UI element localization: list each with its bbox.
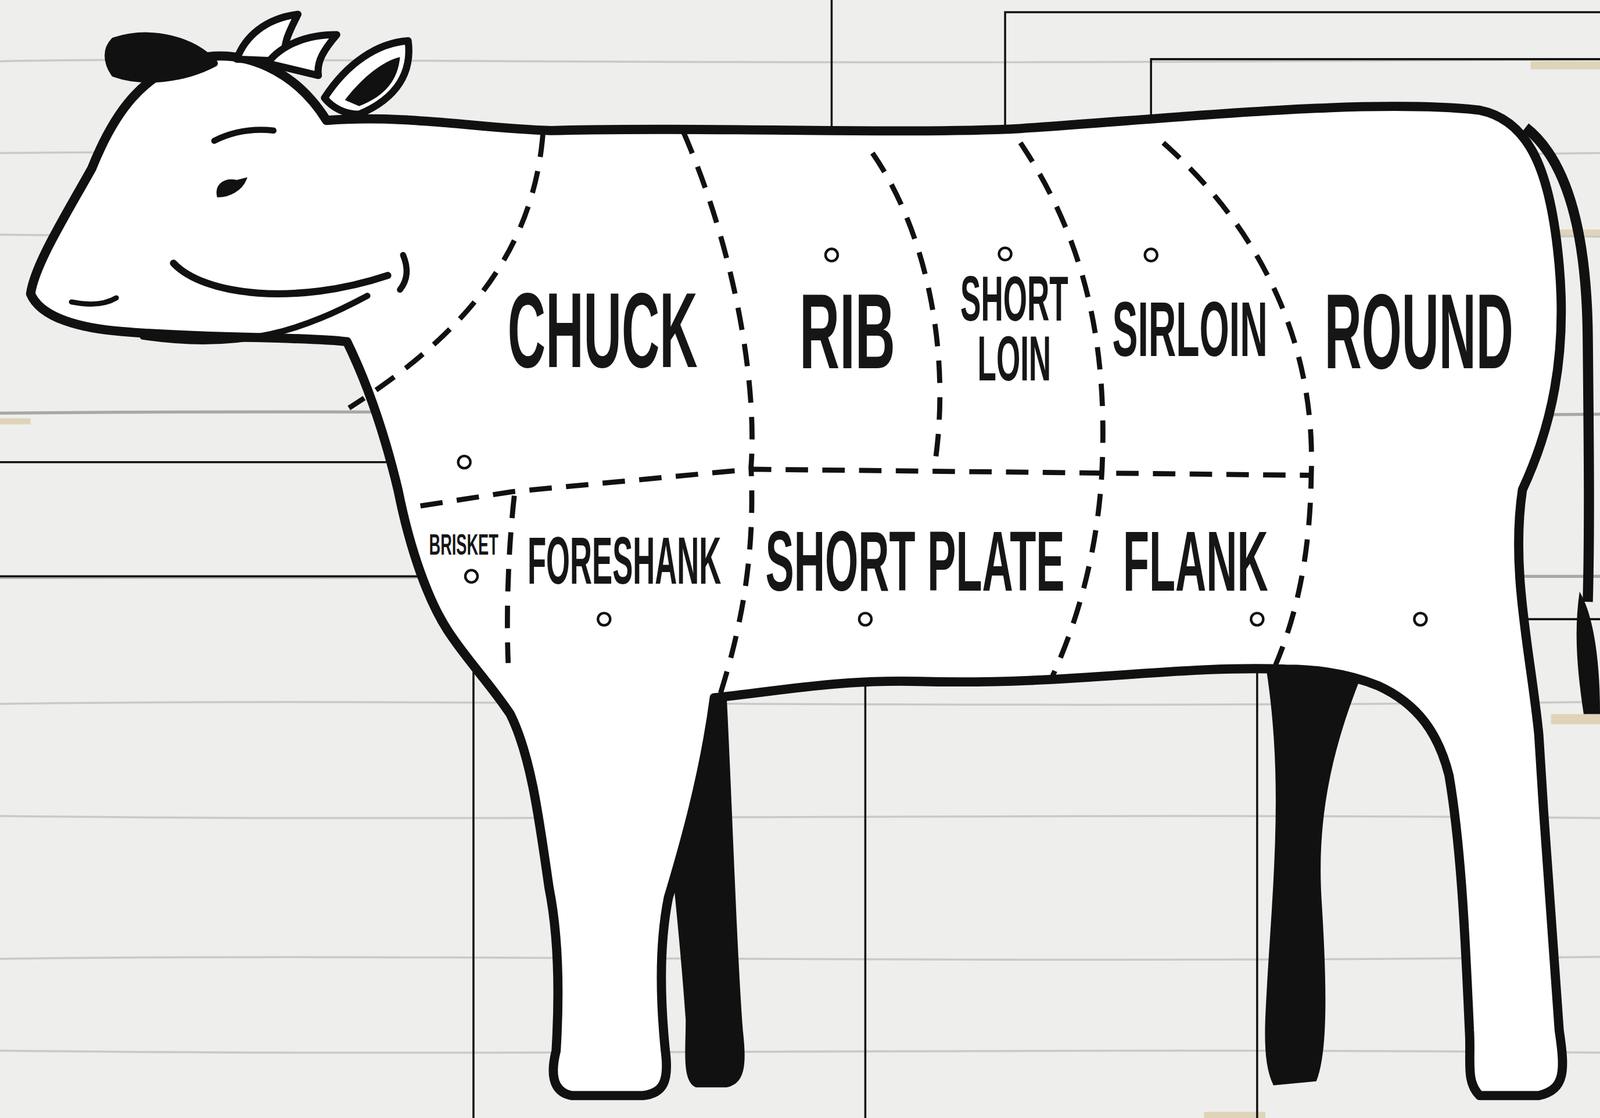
cow-art-shape — [217, 179, 245, 196]
cut-label: FLANK — [1122, 518, 1268, 604]
cow-art-shape — [324, 40, 410, 114]
cow-art-shape — [1551, 714, 1600, 725]
cow-art-shape — [1145, 249, 1158, 262]
cow-art-shape — [859, 613, 872, 626]
cow-art-shape — [683, 132, 753, 694]
cow-art-shape — [108, 36, 215, 80]
cut-label: CHUCK — [507, 275, 698, 383]
cow-art-shape — [1256, 625, 1259, 1118]
cow-art-shape — [0, 418, 31, 425]
cow-art-shape — [998, 248, 1011, 261]
cut-label: SIRLOIN — [1112, 291, 1268, 369]
cow-art-shape — [420, 469, 1312, 507]
leader-dots — [458, 248, 1427, 626]
cow-art-shape — [345, 56, 401, 106]
cow-art-shape — [173, 263, 389, 294]
far-legs — [653, 661, 1368, 1088]
cow-art-shape — [142, 295, 368, 342]
cow-art-shape — [0, 575, 466, 579]
cow-art-shape — [1414, 613, 1427, 626]
cow-art-shape — [1264, 661, 1368, 1086]
cut-label: SHORT PLATE — [765, 518, 1065, 604]
cow-art-shape — [214, 130, 274, 142]
cow-art-shape — [30, 55, 1563, 1096]
cow-art-shape — [465, 570, 478, 583]
ears-horns — [108, 14, 410, 115]
cut-label: BRISKET — [428, 531, 498, 561]
cut-lines — [349, 132, 1312, 694]
cow-art-shape — [0, 956, 1600, 960]
cow-body — [30, 55, 1563, 1096]
cow-art-shape — [507, 496, 515, 664]
cow-art-shape — [0, 1050, 1600, 1054]
cut-label: FORESHANK — [527, 526, 721, 594]
cow-art-shape — [825, 249, 838, 262]
cow-art-shape — [864, 625, 867, 1118]
face-details — [71, 130, 407, 342]
cow-art-shape — [0, 816, 1600, 819]
cow-art-shape — [267, 34, 337, 76]
cow-art-shape — [71, 298, 117, 305]
cut-label: ROUND — [1324, 277, 1513, 385]
cow-art-shape — [1250, 613, 1264, 626]
cow-art-shape — [400, 255, 407, 290]
cow-art-shape — [1576, 592, 1600, 715]
cut-label: SHORT LOIN — [956, 269, 1072, 390]
cow-art-shape — [0, 701, 1600, 705]
cow-art-shape — [1530, 61, 1600, 70]
cut-label: RIB — [798, 277, 895, 385]
cow-art-shape — [458, 456, 471, 469]
cow-art-shape — [597, 613, 611, 626]
